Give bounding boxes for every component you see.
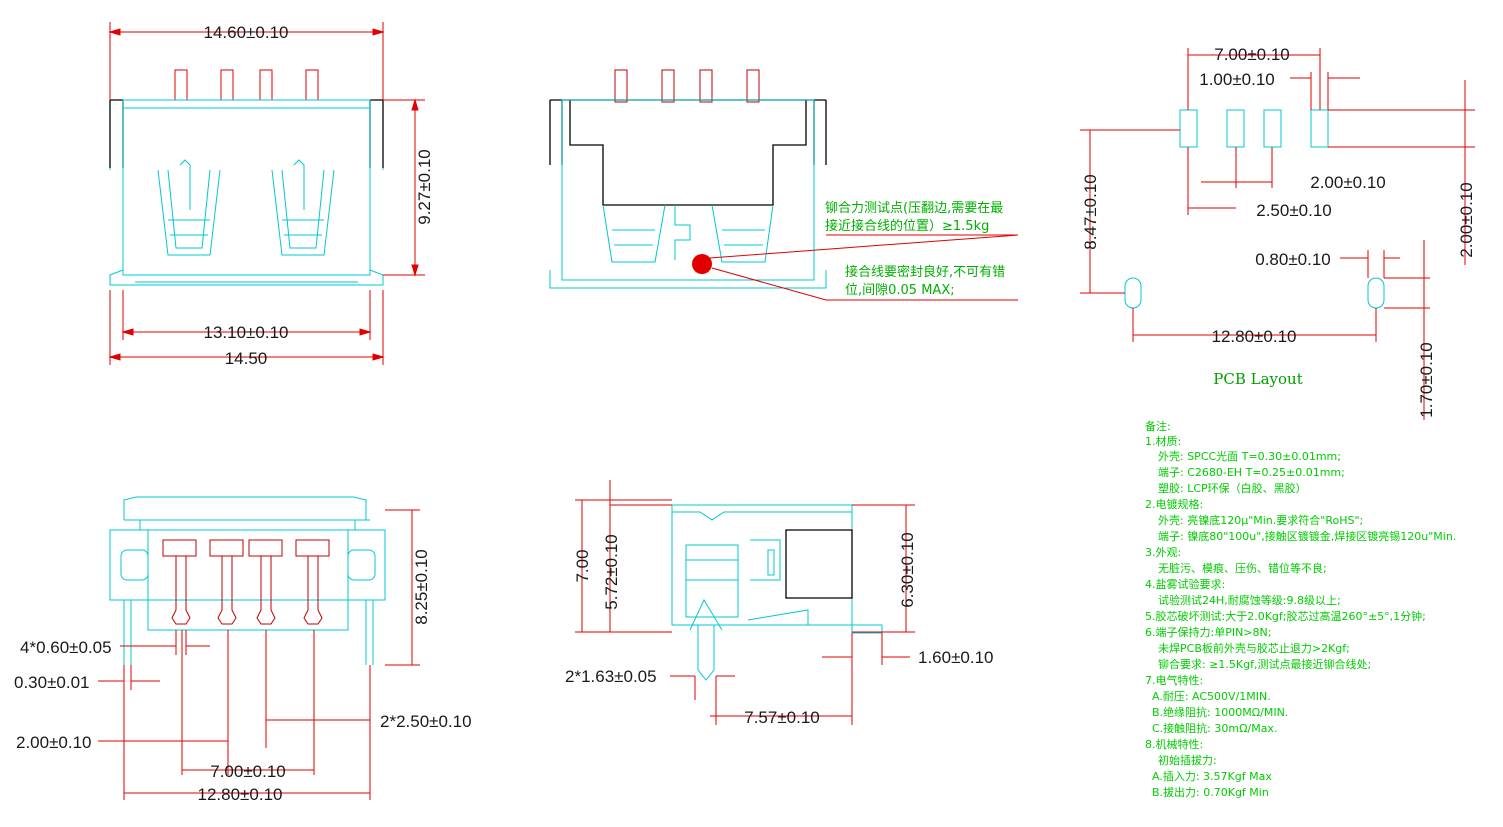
front-pitch-c-label: 7.00±0.10	[210, 762, 286, 781]
pcb-pad-width-label: 1.00±0.10	[1199, 70, 1275, 89]
side-depth-label: 7.57±0.10	[744, 708, 820, 727]
notes-line: C.接触阻抗: 30mΩ/Max.	[1152, 721, 1277, 735]
pcb-dimensions	[1080, 48, 1475, 420]
front-view-dimensions	[98, 509, 420, 800]
side-height-b-label: 6.30±0.10	[898, 532, 917, 608]
notes-line: 外壳: 亮镍底120μ"Min.要求符合"RoHS";	[1158, 513, 1363, 527]
side-total-height-label: 7.00	[573, 549, 592, 582]
press-note-line2: 接近接合线的位置）≥1.5kg	[825, 218, 989, 234]
pcb-offset-y-label: 8.47±0.10	[1081, 174, 1100, 250]
top-height-label: 9.27±0.10	[415, 149, 434, 225]
notes-line: 7.电气特性:	[1145, 673, 1203, 687]
top-view-shell	[109, 99, 384, 286]
front-pin-thk-label: 0.30±0.01	[14, 673, 90, 692]
notes-line: B.拔出力: 0.70Kgf Min	[1152, 785, 1269, 799]
front-pitch-a-label: 2.00±0.10	[16, 733, 92, 752]
side-section-view: 铆合力测试点(压翻边,需要在最 接近接合线的位置）≥1.5kg 接合线要密封良好…	[549, 69, 1019, 301]
side-view: 7.00 5.72±0.10 6.30±0.10 1.60±0.10 2*1.6…	[565, 480, 994, 727]
front-span-label: 12.80±0.10	[198, 785, 283, 804]
front-height-label: 8.25±0.10	[412, 549, 431, 625]
side-height-a-label: 5.72±0.10	[602, 534, 621, 610]
notes-line: 2.电镀规格:	[1145, 497, 1203, 511]
notes-line: 端子: C2680-EH T=0.25±0.01mm;	[1158, 466, 1345, 479]
top-view-pins	[174, 69, 319, 101]
notes-line: 无脏污、模痕、压伤、错位等不良;	[1158, 561, 1327, 575]
front-view-pins	[162, 539, 330, 625]
press-note-line1: 铆合力测试点(压翻边,需要在最	[825, 201, 1003, 216]
notes-line: 8.机械特性:	[1145, 737, 1203, 751]
section-pins	[614, 69, 760, 103]
notes-line: A.插入力: 3.57Kgf Max	[1152, 769, 1272, 783]
pcb-pitch-outer-label: 2.50±0.10	[1256, 201, 1332, 220]
pcb-slot-height-label: 1.70±0.10	[1417, 342, 1436, 418]
pcb-slot-width-label: 0.80±0.10	[1255, 250, 1331, 269]
notes-line: 塑胶: LCP环保（白胶、黑胶）	[1158, 481, 1307, 495]
side-leg-label: 2*1.63±0.05	[565, 667, 657, 686]
top-view: 14.60±0.10 13.10±0.10 14.50 9.27±0.10	[108, 22, 434, 368]
pcb-pad-height-label: 2.00±0.10	[1457, 182, 1476, 258]
notes-line: 未焊PCB板前外壳与胶芯止退力>2Kgf;	[1158, 641, 1350, 655]
top-width-label: 14.60±0.10	[204, 23, 289, 42]
notes-line: 试验测试24H,耐腐蚀等级:9.8级以上;	[1158, 593, 1341, 607]
top-bottom-width-label: 14.50	[225, 349, 268, 368]
notes-header: 备注:	[1145, 419, 1171, 433]
joint-note-line2: 位,间隙0.05 MAX;	[845, 283, 955, 298]
notes-line: 6.端子保持力:单PIN>8N;	[1145, 625, 1271, 639]
notes-line: B.绝缘阻抗: 1000MΩ/MIN.	[1152, 705, 1288, 719]
notes-line: 端子: 镍底80"100u",接触区镀镀金,焊接区镀亮锡120u"Min.	[1158, 529, 1456, 543]
top-view-contacts	[157, 159, 335, 256]
front-pitch-b-label: 2*2.50±0.10	[380, 712, 472, 731]
notes-line: 外壳: SPCC光面 T=0.30±0.01mm;	[1158, 449, 1341, 463]
top-inner-width-label: 13.10±0.10	[204, 323, 289, 342]
press-test-point	[692, 254, 712, 274]
pcb-slot-span-label: 12.80±0.10	[1212, 327, 1297, 346]
front-pin-width-label: 4*0.60±0.05	[20, 638, 112, 657]
pcb-layout: 7.00±0.10 1.00±0.10 2.00±0.10 2.50±0.10 …	[1080, 45, 1476, 420]
side-view-dimensions	[575, 480, 915, 725]
top-view-dimensions	[108, 22, 425, 365]
pcb-pads	[1124, 109, 1385, 309]
notes-line: A.耐压: AC500V/1MIN.	[1152, 690, 1271, 703]
notes-line: 4.盐雾试验要求:	[1145, 577, 1225, 591]
section-leaders	[709, 234, 1019, 301]
front-view: 4*0.60±0.05 0.30±0.01 2.00±0.10 2*2.50±0…	[14, 496, 472, 804]
pcb-pitch-total-label: 7.00±0.10	[1214, 45, 1290, 64]
notes-line: 5.胶芯破坏测试:大于2.0Kgf;胶芯过高温260°±5°,1分钟;	[1145, 609, 1426, 623]
pcb-layout-title: PCB Layout	[1213, 370, 1302, 388]
pcb-pitch-inner-label: 2.00±0.10	[1310, 173, 1386, 192]
joint-note-line1: 接合线要密封良好,不可有错	[845, 264, 1005, 280]
notes-line: 3.外观:	[1145, 546, 1181, 559]
side-tab-label: 1.60±0.10	[918, 648, 994, 667]
notes-line: 初始插拔力:	[1158, 753, 1217, 767]
notes-line: 铆合要求: ≥1.5Kgf,测试点最接近铆合线处;	[1158, 657, 1371, 671]
notes-line: 1.材质:	[1145, 434, 1181, 448]
notes-block: 备注: 1.材质: 外壳: SPCC光面 T=0.30±0.01mm; 端子: …	[1145, 419, 1456, 799]
